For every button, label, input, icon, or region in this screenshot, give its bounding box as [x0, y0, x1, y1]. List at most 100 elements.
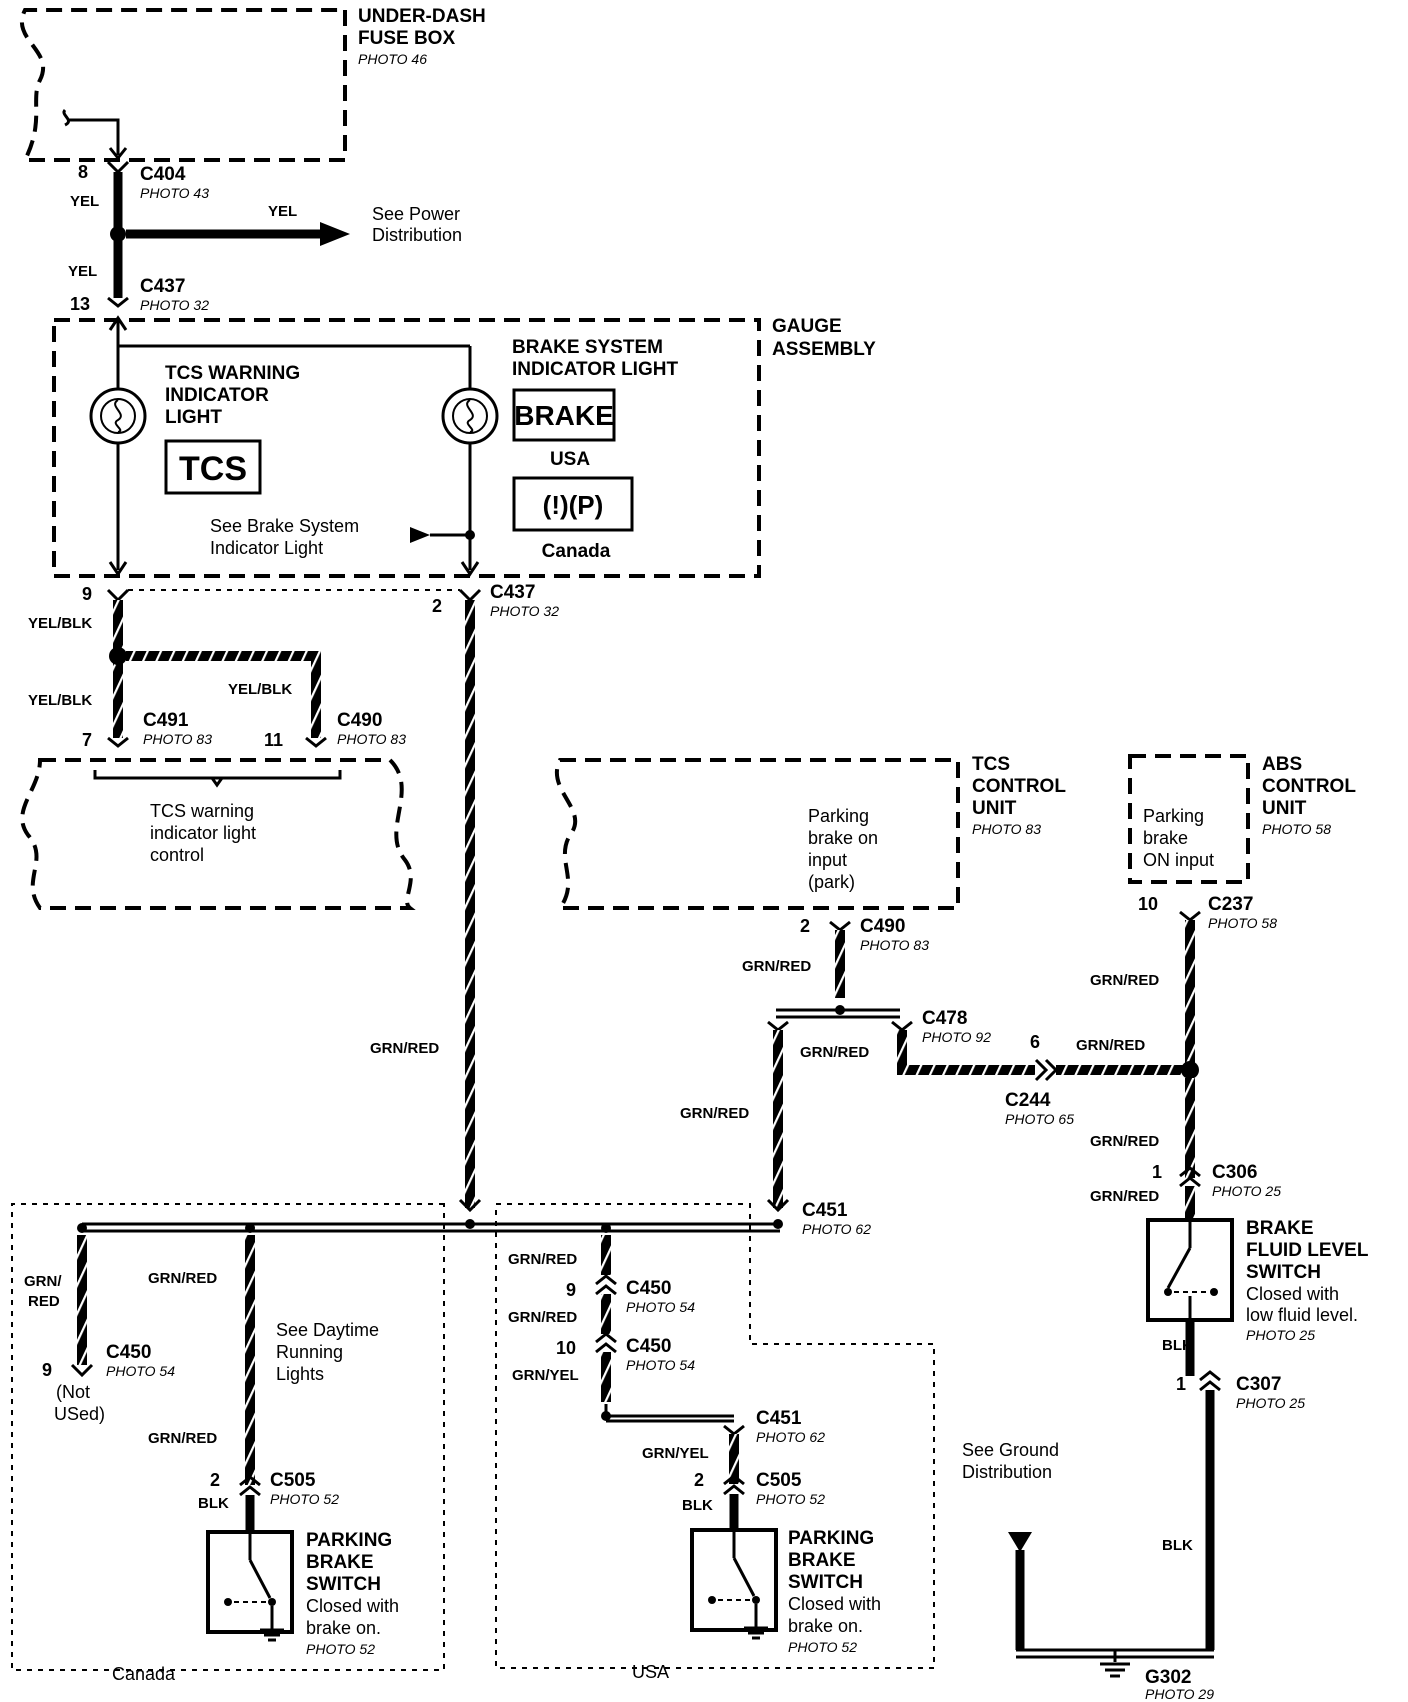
c244-label: C244	[1005, 1090, 1051, 1111]
pbs-usa-name-1: PARKING	[788, 1528, 874, 1549]
wire-grn-red-main	[465, 600, 475, 1208]
canada-region	[11, 1203, 445, 1671]
tcs-cu-name-3: UNIT	[972, 798, 1017, 819]
c307-pin: 1	[1176, 1374, 1186, 1394]
pbs-canada-name-2: BRAKE	[306, 1552, 374, 1573]
abs-control-unit-box	[1128, 754, 1250, 884]
c244-photo: PHOTO 65	[1005, 1111, 1074, 1127]
ground-symbol-icon	[1100, 1650, 1130, 1678]
splice-yel-blk	[109, 647, 127, 665]
c437-top-photo: PHOTO 32	[140, 297, 209, 313]
fuse-box	[20, 8, 347, 162]
c450-canada-note-2: USed)	[54, 1404, 105, 1424]
wire-grn-yel-label-usa-2: GRN/YEL	[642, 1445, 709, 1462]
tcs-light-name-2: INDICATOR	[165, 385, 269, 406]
bfl-desc-2: low fluid level.	[1246, 1305, 1358, 1325]
c437-bottom-pin-right: 2	[432, 596, 442, 616]
abs-cu-name-1: ABS	[1262, 754, 1302, 775]
brake-usa-label: USA	[550, 449, 590, 470]
tcs-cu-input-2: brake on	[808, 828, 878, 848]
c450-canada-pin: 9	[42, 1360, 52, 1380]
c307-photo: PHOTO 25	[1236, 1395, 1305, 1411]
wire-grn-red-label-c478-right: GRN/RED	[800, 1044, 869, 1061]
pbs-usa-desc-2: brake on.	[788, 1616, 863, 1636]
abs-cu-name-3: UNIT	[1262, 798, 1307, 819]
bfl-desc-1: Closed with	[1246, 1284, 1339, 1304]
c450-canada-note-1: (Not	[56, 1382, 90, 1402]
c505-canada-label: C505	[270, 1470, 316, 1491]
c307-label: C307	[1236, 1374, 1281, 1395]
wire-blk-label-ground: BLK	[1162, 1537, 1193, 1554]
wire-grn-red-label-canada-2: GRN/RED	[148, 1430, 217, 1447]
wire-grn-red-label-c478-left: GRN/RED	[680, 1105, 749, 1122]
c505-canada-photo: PHOTO 52	[270, 1491, 339, 1507]
pbs-usa-photo: PHOTO 52	[788, 1639, 857, 1655]
wire-grn-yel-label-usa-1: GRN/YEL	[512, 1367, 579, 1384]
tcs-indicator-control-box	[20, 758, 416, 910]
wire-grn-red-label-main: GRN/RED	[370, 1040, 439, 1057]
wire-blk-label-usa: BLK	[682, 1497, 713, 1514]
tcs-cu-name-2: CONTROL	[972, 776, 1066, 797]
brake-ref-note-1: See Brake System	[210, 516, 359, 536]
brake-light-name-1: BRAKE SYSTEM	[512, 337, 663, 358]
c437-bottom-pin-left: 9	[82, 584, 92, 604]
brake-canada-label: Canada	[542, 541, 611, 562]
wire-yel-label-3: YEL	[68, 263, 97, 280]
c450-canada-photo: PHOTO 54	[106, 1363, 175, 1379]
tcs-symbol-box	[164, 439, 262, 495]
ground-ref-arrow-icon	[1008, 1532, 1032, 1552]
c237-label: C237	[1208, 894, 1253, 915]
tcs-indicator-control-3: control	[150, 845, 204, 865]
abs-cu-input-2: brake	[1143, 828, 1188, 848]
tcs-cu-input-3: input	[808, 850, 847, 870]
pbs-canada-name-3: SWITCH	[306, 1574, 381, 1595]
c437-top-label: C437	[140, 276, 185, 297]
wire-grn-red-label-c490: GRN/RED	[742, 958, 811, 975]
tcs-indicator-control-1: TCS warning	[150, 801, 254, 821]
wire-grn-red-label-c306: GRN/RED	[1090, 1188, 1159, 1205]
brake-symbol: BRAKE	[514, 400, 614, 431]
c491-pin: 7	[82, 730, 92, 750]
c450-a-pin: 9	[566, 1280, 576, 1300]
tcs-cu-input-4: (park)	[808, 872, 855, 892]
power-dist-note-1: See Power	[372, 204, 460, 224]
c437-top-pin: 13	[70, 294, 90, 314]
fuse-box-name-1: UNDER-DASH	[358, 6, 486, 27]
arrow-power-icon	[320, 222, 350, 246]
drl-note-3: Lights	[276, 1364, 324, 1384]
abs-cu-input-3: ON input	[1143, 850, 1214, 870]
c450-a-photo: PHOTO 54	[626, 1299, 695, 1315]
wire-blk-label-canada: BLK	[198, 1495, 229, 1512]
pbs-canada-name-1: PARKING	[306, 1530, 392, 1551]
drl-note-1: See Daytime	[276, 1320, 379, 1340]
brake-light-name-2: INDICATOR LIGHT	[512, 359, 678, 380]
tcs-indicator-control-2: indicator light	[150, 823, 256, 843]
c490-right-photo: PHOTO 83	[860, 937, 929, 953]
tcs-cu-name-1: TCS	[972, 754, 1010, 775]
c491-label: C491	[143, 710, 189, 731]
tcs-light-name-3: LIGHT	[165, 407, 222, 428]
drl-note-2: Running	[276, 1342, 343, 1362]
c404-label: C404	[140, 164, 186, 185]
wire-yel-label-1: YEL	[70, 193, 99, 210]
wire-yel-blk-label-2: YEL/BLK	[28, 692, 92, 709]
wire-grn-red-label-abs: GRN/RED	[1090, 1133, 1159, 1150]
bfl-name-3: SWITCH	[1246, 1262, 1321, 1283]
c491-photo: PHOTO 83	[143, 731, 212, 747]
g302-label: G302	[1145, 1667, 1191, 1688]
c237-photo: PHOTO 58	[1208, 915, 1277, 931]
pbs-usa-name-3: SWITCH	[788, 1572, 863, 1593]
c306-label: C306	[1212, 1162, 1257, 1183]
pbs-canada-desc-2: brake on.	[306, 1618, 381, 1638]
canada-region-label: Canada	[112, 1664, 176, 1684]
splice-abs	[1181, 1061, 1199, 1079]
ground-note-2: Distribution	[962, 1462, 1052, 1482]
pbs-usa-desc-1: Closed with	[788, 1594, 881, 1614]
gauge-name-1: GAUGE	[772, 316, 842, 337]
c451-top-label: C451	[802, 1200, 848, 1221]
brake-symbol-box	[512, 388, 616, 442]
wire-grn-red-label-canada-1: GRN/RED	[148, 1270, 217, 1287]
bfl-name-2: FLUID LEVEL	[1246, 1240, 1369, 1261]
tcs-light-name-1: TCS WARNING	[165, 363, 300, 384]
wire-blk-label-bfl: BLK	[1162, 1337, 1193, 1354]
